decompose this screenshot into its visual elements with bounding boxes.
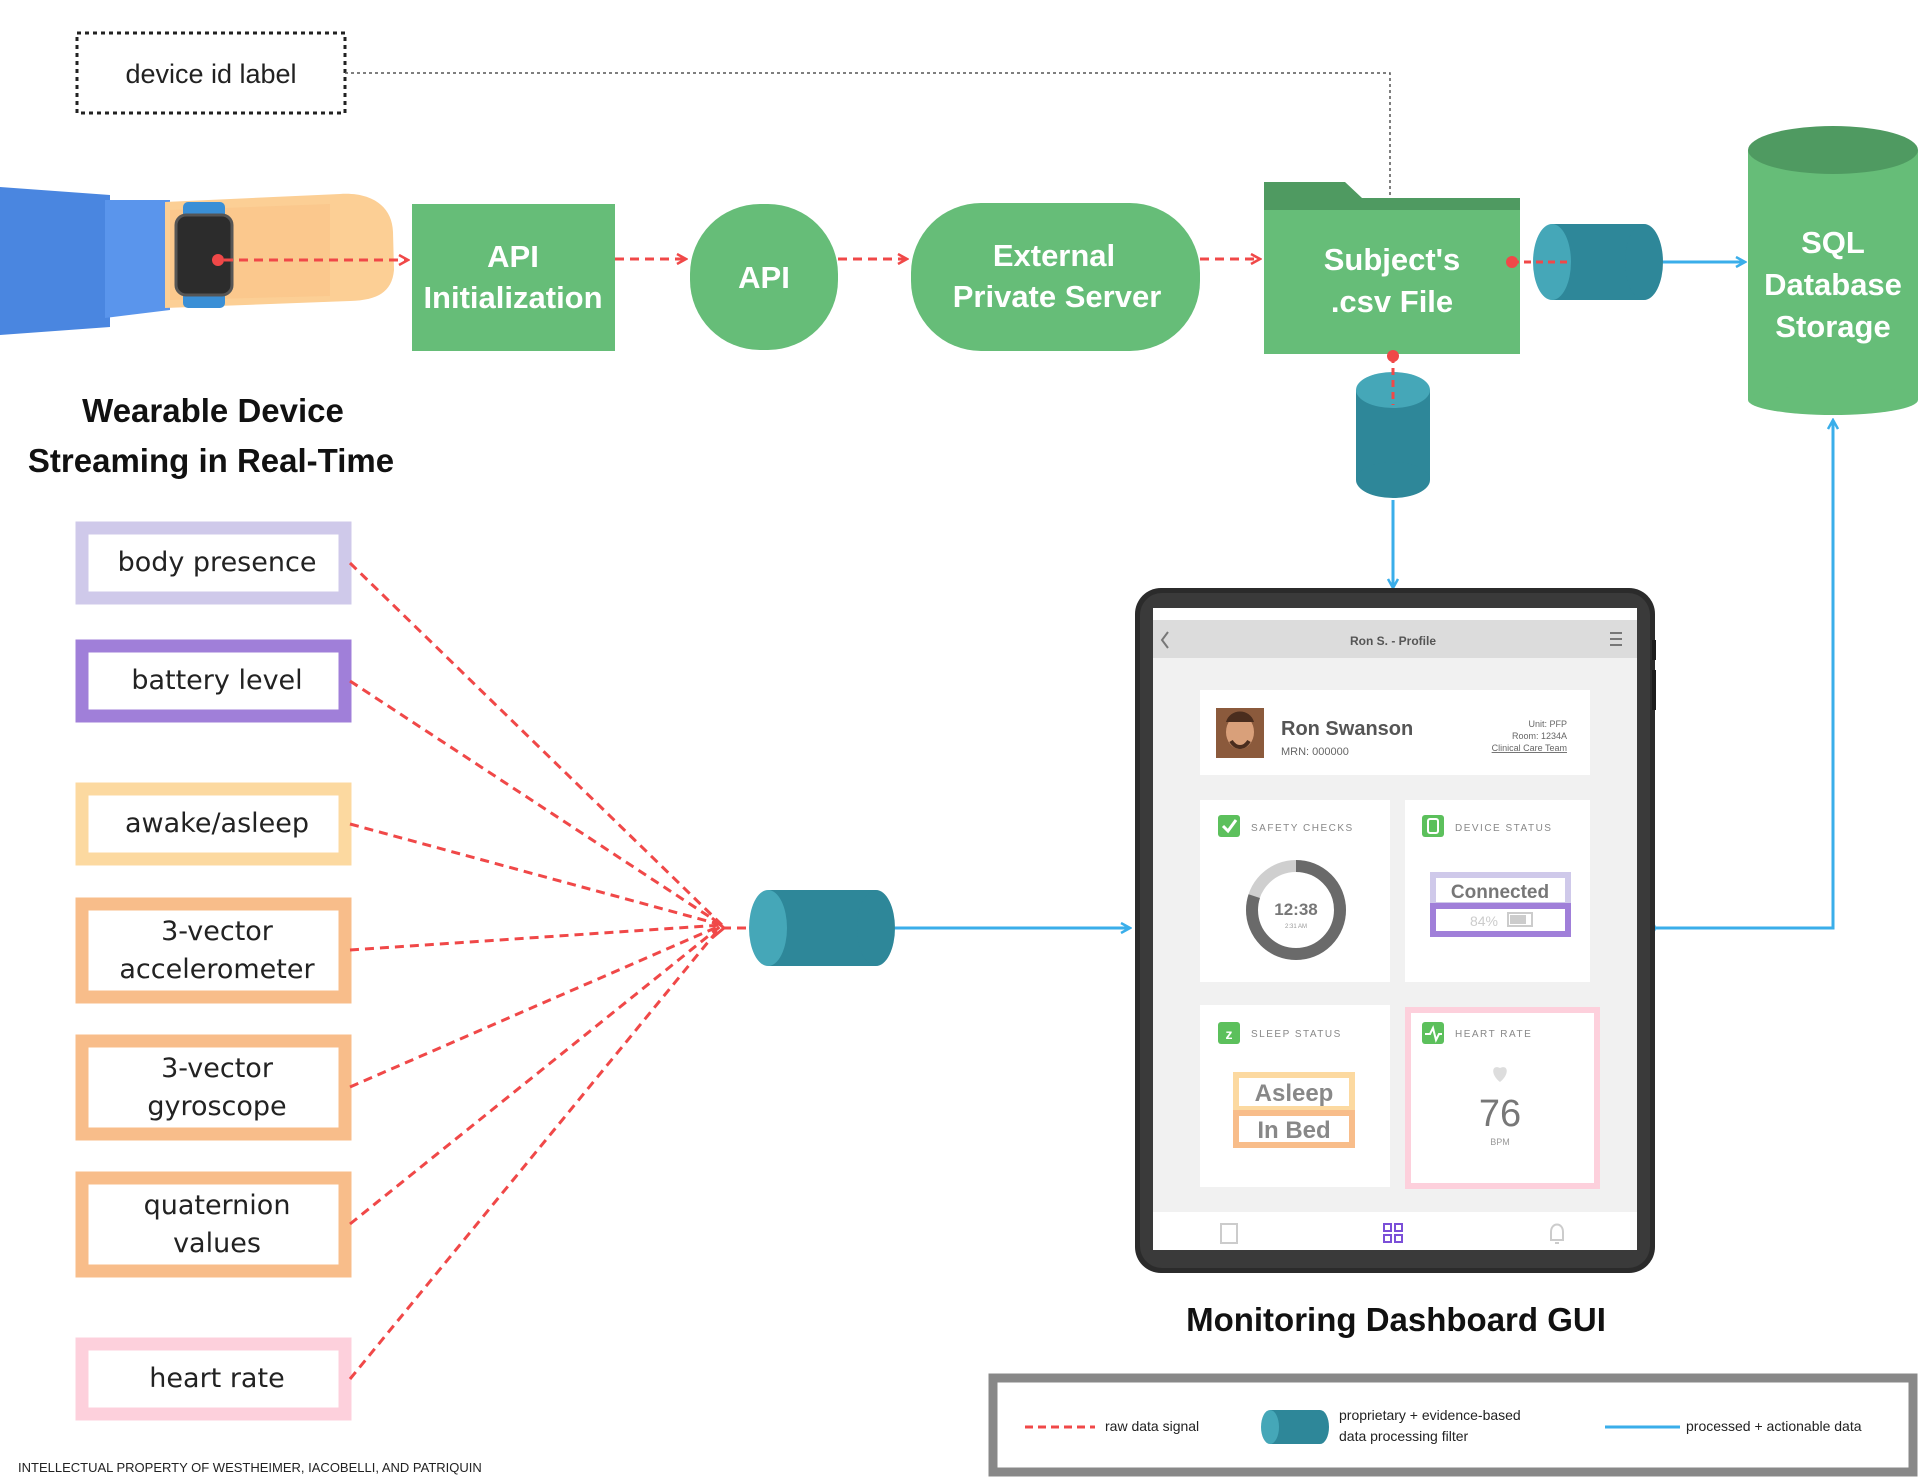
sql-line3: Storage (1775, 309, 1890, 344)
dashboard-caption: Monitoring Dashboard GUI (1186, 1301, 1606, 1338)
sleep-status-label: SLEEP STATUS (1251, 1029, 1342, 1040)
legend-filter-line2: data processing filter (1339, 1428, 1469, 1444)
filter-cylinder-vertical (1356, 372, 1430, 498)
signal-label-body-presence: body presence (117, 547, 317, 578)
heart-icon (1493, 1067, 1507, 1082)
bell-tab-icon[interactable] (1550, 1223, 1564, 1244)
wearable-title-line2: Streaming in Real-Time (28, 442, 394, 479)
wearable-arm-illustration (0, 187, 394, 335)
signal-label-heart-rate: heart rate (149, 1363, 285, 1394)
signal-box-accelerometer (75, 897, 352, 1004)
device-status-label: DEVICE STATUS (1455, 823, 1552, 834)
signal-label-gyroscope: 3-vector gyroscope (147, 1052, 287, 1122)
external-server-node (911, 203, 1200, 351)
sql-line1: SQL (1801, 225, 1865, 260)
connected-text: Connected (1451, 882, 1549, 903)
signal-box-quaternion (75, 1171, 352, 1278)
patient-room: Room: 1234A (1512, 731, 1567, 741)
device-id-label-box (75, 31, 347, 115)
wearable-title-line1: Wearable Device (82, 392, 344, 429)
heart-rate-icon (1422, 1022, 1444, 1044)
signal-box-gyroscope (75, 1034, 352, 1141)
tablet-dashboard: Ron S. - Profile Ron Swanson MRN: 000000… (1135, 588, 1656, 1273)
footer-text: INTELLECTUAL PROPERTY OF WESTHEIMER, IAC… (18, 1460, 482, 1475)
dashboard-title: Ron S. - Profile (1350, 634, 1436, 648)
in-bed-badge (1233, 1110, 1355, 1148)
signal-box-heart-rate (75, 1337, 352, 1421)
signal-box-awake-asleep (75, 782, 352, 866)
asleep-text: Asleep (1255, 1080, 1334, 1107)
legend-filter-line1: proprietary + evidence-based (1339, 1407, 1521, 1423)
bpm-value: 76 (1479, 1093, 1521, 1135)
menu-icon[interactable] (1610, 632, 1622, 646)
battery-badge (1430, 903, 1571, 937)
filter-cylinder-signals (749, 890, 895, 966)
battery-text: 84% (1470, 913, 1498, 929)
legend-processed-label: processed + actionable data (1686, 1418, 1862, 1434)
patient-mrn: MRN: 000000 (1281, 746, 1349, 758)
check-icon (1218, 815, 1240, 837)
back-chevron-icon[interactable] (1160, 631, 1169, 649)
signal-box-body-presence (75, 521, 352, 605)
sql-line2: Database (1764, 267, 1902, 302)
device-id-label: device id label (125, 59, 296, 89)
svg-text:z: z (1226, 1026, 1233, 1042)
device-id-connector (345, 72, 1391, 208)
legend-box (988, 1373, 1918, 1477)
battery-icon (1507, 912, 1533, 927)
profile-card (1200, 690, 1590, 775)
grid-tab-icon[interactable] (1383, 1223, 1403, 1243)
signal-label-accelerometer: 3-vector accelerometer (119, 915, 315, 985)
csv-file-line2: .csv File (1331, 284, 1453, 319)
signal-label-quaternion: quaternion values (143, 1189, 291, 1259)
safety-checks-label: SAFETY CHECKS (1251, 823, 1354, 834)
processed-flow-dashboard-to-sql (1650, 420, 1833, 930)
raw-flow-top (224, 259, 1260, 260)
signal-label-battery-level: battery level (131, 665, 303, 696)
patient-unit: Unit: PFP (1528, 719, 1567, 729)
signal-box-battery-level (75, 639, 352, 723)
api-initialization-box (412, 204, 615, 351)
sql-database-cylinder (1748, 126, 1918, 415)
raw-flow-signals (348, 561, 770, 1380)
safety-subtime: 2:31 AM (1285, 924, 1307, 930)
in-bed-text: In Bed (1257, 1117, 1330, 1144)
asleep-badge (1233, 1072, 1355, 1112)
care-team-link[interactable]: Clinical Care Team (1492, 743, 1567, 753)
api-init-line2: Initialization (423, 280, 602, 315)
api-label: API (738, 260, 790, 295)
csv-file-folder (1264, 182, 1520, 354)
api-node (690, 204, 838, 350)
external-server-line1: External (993, 238, 1115, 273)
sleep-icon (1218, 1022, 1240, 1044)
csv-file-line1: Subject's (1324, 242, 1461, 277)
signal-label-awake-asleep: awake/asleep (124, 808, 310, 839)
smartwatch (174, 213, 234, 297)
safety-checks-ring (1246, 860, 1346, 960)
heart-rate-label: HEART RATE (1455, 1029, 1532, 1040)
legend-raw-label: raw data signal (1105, 1418, 1199, 1434)
clipboard-tab-icon[interactable] (1220, 1223, 1238, 1244)
legend-filter-icon (1261, 1410, 1329, 1444)
external-server-line2: Private Server (953, 279, 1162, 314)
patient-name: Ron Swanson (1281, 718, 1413, 740)
bpm-unit: BPM (1490, 1137, 1510, 1147)
safety-time: 12:38 (1274, 900, 1317, 919)
signal-boxes (75, 521, 352, 1421)
api-init-line1: API (487, 239, 539, 274)
